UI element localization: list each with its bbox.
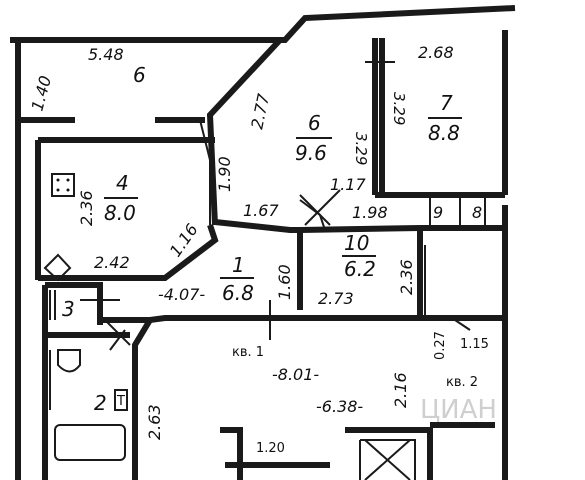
stair-width: 1.20 (256, 441, 285, 456)
kv1-label: кв. 1 (232, 345, 264, 360)
room7-width: 2.68 (418, 43, 454, 62)
room4-number: 4 (116, 171, 129, 195)
watermark: ЦИАН (420, 395, 497, 425)
room10-number: 10 (344, 231, 369, 255)
details (43, 61, 486, 480)
room7-number: 7 (440, 91, 453, 115)
room6-area: 9.6 (295, 141, 327, 165)
room10-bottom: 2.73 (318, 289, 354, 308)
room10-width: 1.98 (352, 203, 388, 222)
room7-area: 8.8 (428, 121, 460, 145)
room4-height: 2.36 (77, 190, 96, 226)
room10-height: 2.36 (397, 259, 416, 295)
room1-number: 1 (232, 253, 245, 277)
room2-height: 2.63 (145, 404, 164, 440)
room3-number: 3 (62, 297, 75, 321)
kv1-inner: -6.38- (316, 397, 363, 416)
room4-width: 2.42 (94, 253, 130, 272)
corridor-side: 1.90 (215, 156, 234, 192)
room6-top-width: 5.48 (88, 45, 124, 64)
room1-area: 6.8 (222, 281, 254, 305)
room6-number: 6 (308, 111, 321, 135)
room9-number: 9 (433, 203, 443, 222)
room1-length: -4.07- (158, 285, 205, 304)
corridor-width: 1.67 (243, 201, 279, 220)
kv1-length: -8.01- (272, 365, 319, 384)
room6-top-depth: 1.40 (28, 74, 56, 113)
room10-area: 6.2 (344, 257, 376, 281)
kv2-label: кв. 2 (446, 375, 478, 390)
kv1-v: 0.27 (433, 331, 448, 360)
room2-number: 2 (94, 391, 107, 415)
room1-height: 1.60 (275, 264, 294, 300)
room6-bottom: 1.17 (330, 175, 366, 194)
kv1-h: 2.16 (391, 372, 410, 408)
room7-height: 3.29 (390, 92, 408, 125)
room6-side: 2.77 (247, 91, 273, 131)
walls (10, 5, 516, 480)
room8-number: 8 (472, 203, 482, 222)
room2-mark: T (116, 394, 125, 409)
room4-area: 8.0 (104, 201, 136, 225)
room6-top-number: 6 (133, 63, 146, 87)
room6-height: 3.29 (352, 132, 370, 165)
kv2-w: 1.15 (460, 337, 489, 352)
